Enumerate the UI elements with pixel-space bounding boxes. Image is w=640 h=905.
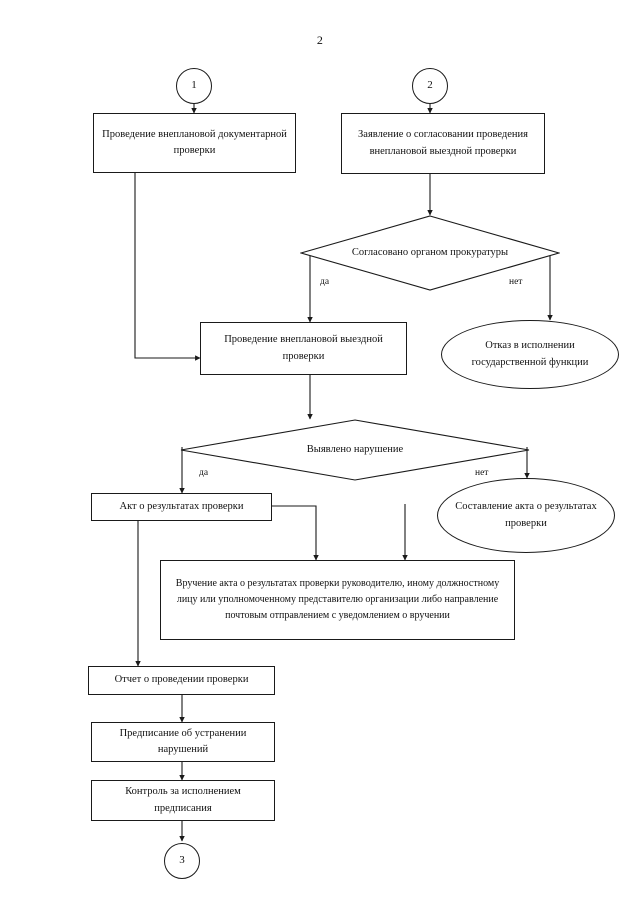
connector-circle-in-2[interactable]: 2 [412, 68, 448, 104]
terminator-drafting-act[interactable]: Составление акта о результатах проверки [437, 478, 615, 553]
process-act-on-results[interactable]: Акт о результатах проверки [91, 493, 272, 521]
connector-circle-out-3[interactable]: 3 [164, 843, 200, 879]
process-inspection-report[interactable]: Отчет о проведении проверки [88, 666, 275, 695]
process-application-for-approval[interactable]: Заявление о согласовании проведения внеп… [341, 113, 545, 174]
process-unscheduled-field-check[interactable]: Проведение внеплановой выездной проверки [200, 322, 407, 375]
edge-label-violation-no: нет [475, 468, 489, 478]
decision-violation-detected[interactable]: Выявлено нарушение [180, 419, 530, 481]
page-number: 2 [316, 33, 324, 47]
process-unscheduled-documentary-check[interactable]: Проведение внеплановой документарной про… [93, 113, 296, 173]
connector-circle-in-1[interactable]: 1 [176, 68, 212, 104]
edge-label-prosecutor-no: нет [509, 277, 523, 287]
edge-label-violation-yes: да [199, 468, 209, 478]
decision-label-violation: Выявлено нарушение [306, 443, 404, 455]
diamond-shape-prosecutor [300, 215, 560, 291]
connector-2-label: 2 [427, 79, 433, 92]
edge-label-prosecutor-yes: да [320, 277, 330, 287]
process-control-of-execution[interactable]: Контроль за исполнением предписания [91, 780, 275, 821]
connector-3-label: 3 [179, 854, 185, 867]
decision-label-prosecutor: Согласовано органом прокуратуры [351, 246, 509, 258]
decision-approved-by-prosecutor[interactable]: Согласовано органом прокуратуры [300, 215, 560, 291]
process-delivery-of-act[interactable]: Вручение акта о результатах проверки рук… [160, 560, 515, 640]
terminator-refusal[interactable]: Отказ в исполнении государственной функц… [441, 320, 619, 389]
connector-1-label: 1 [191, 79, 197, 92]
process-order-to-eliminate[interactable]: Предписание об устранении нарушений [91, 722, 275, 762]
diamond-shape-violation [180, 419, 530, 481]
